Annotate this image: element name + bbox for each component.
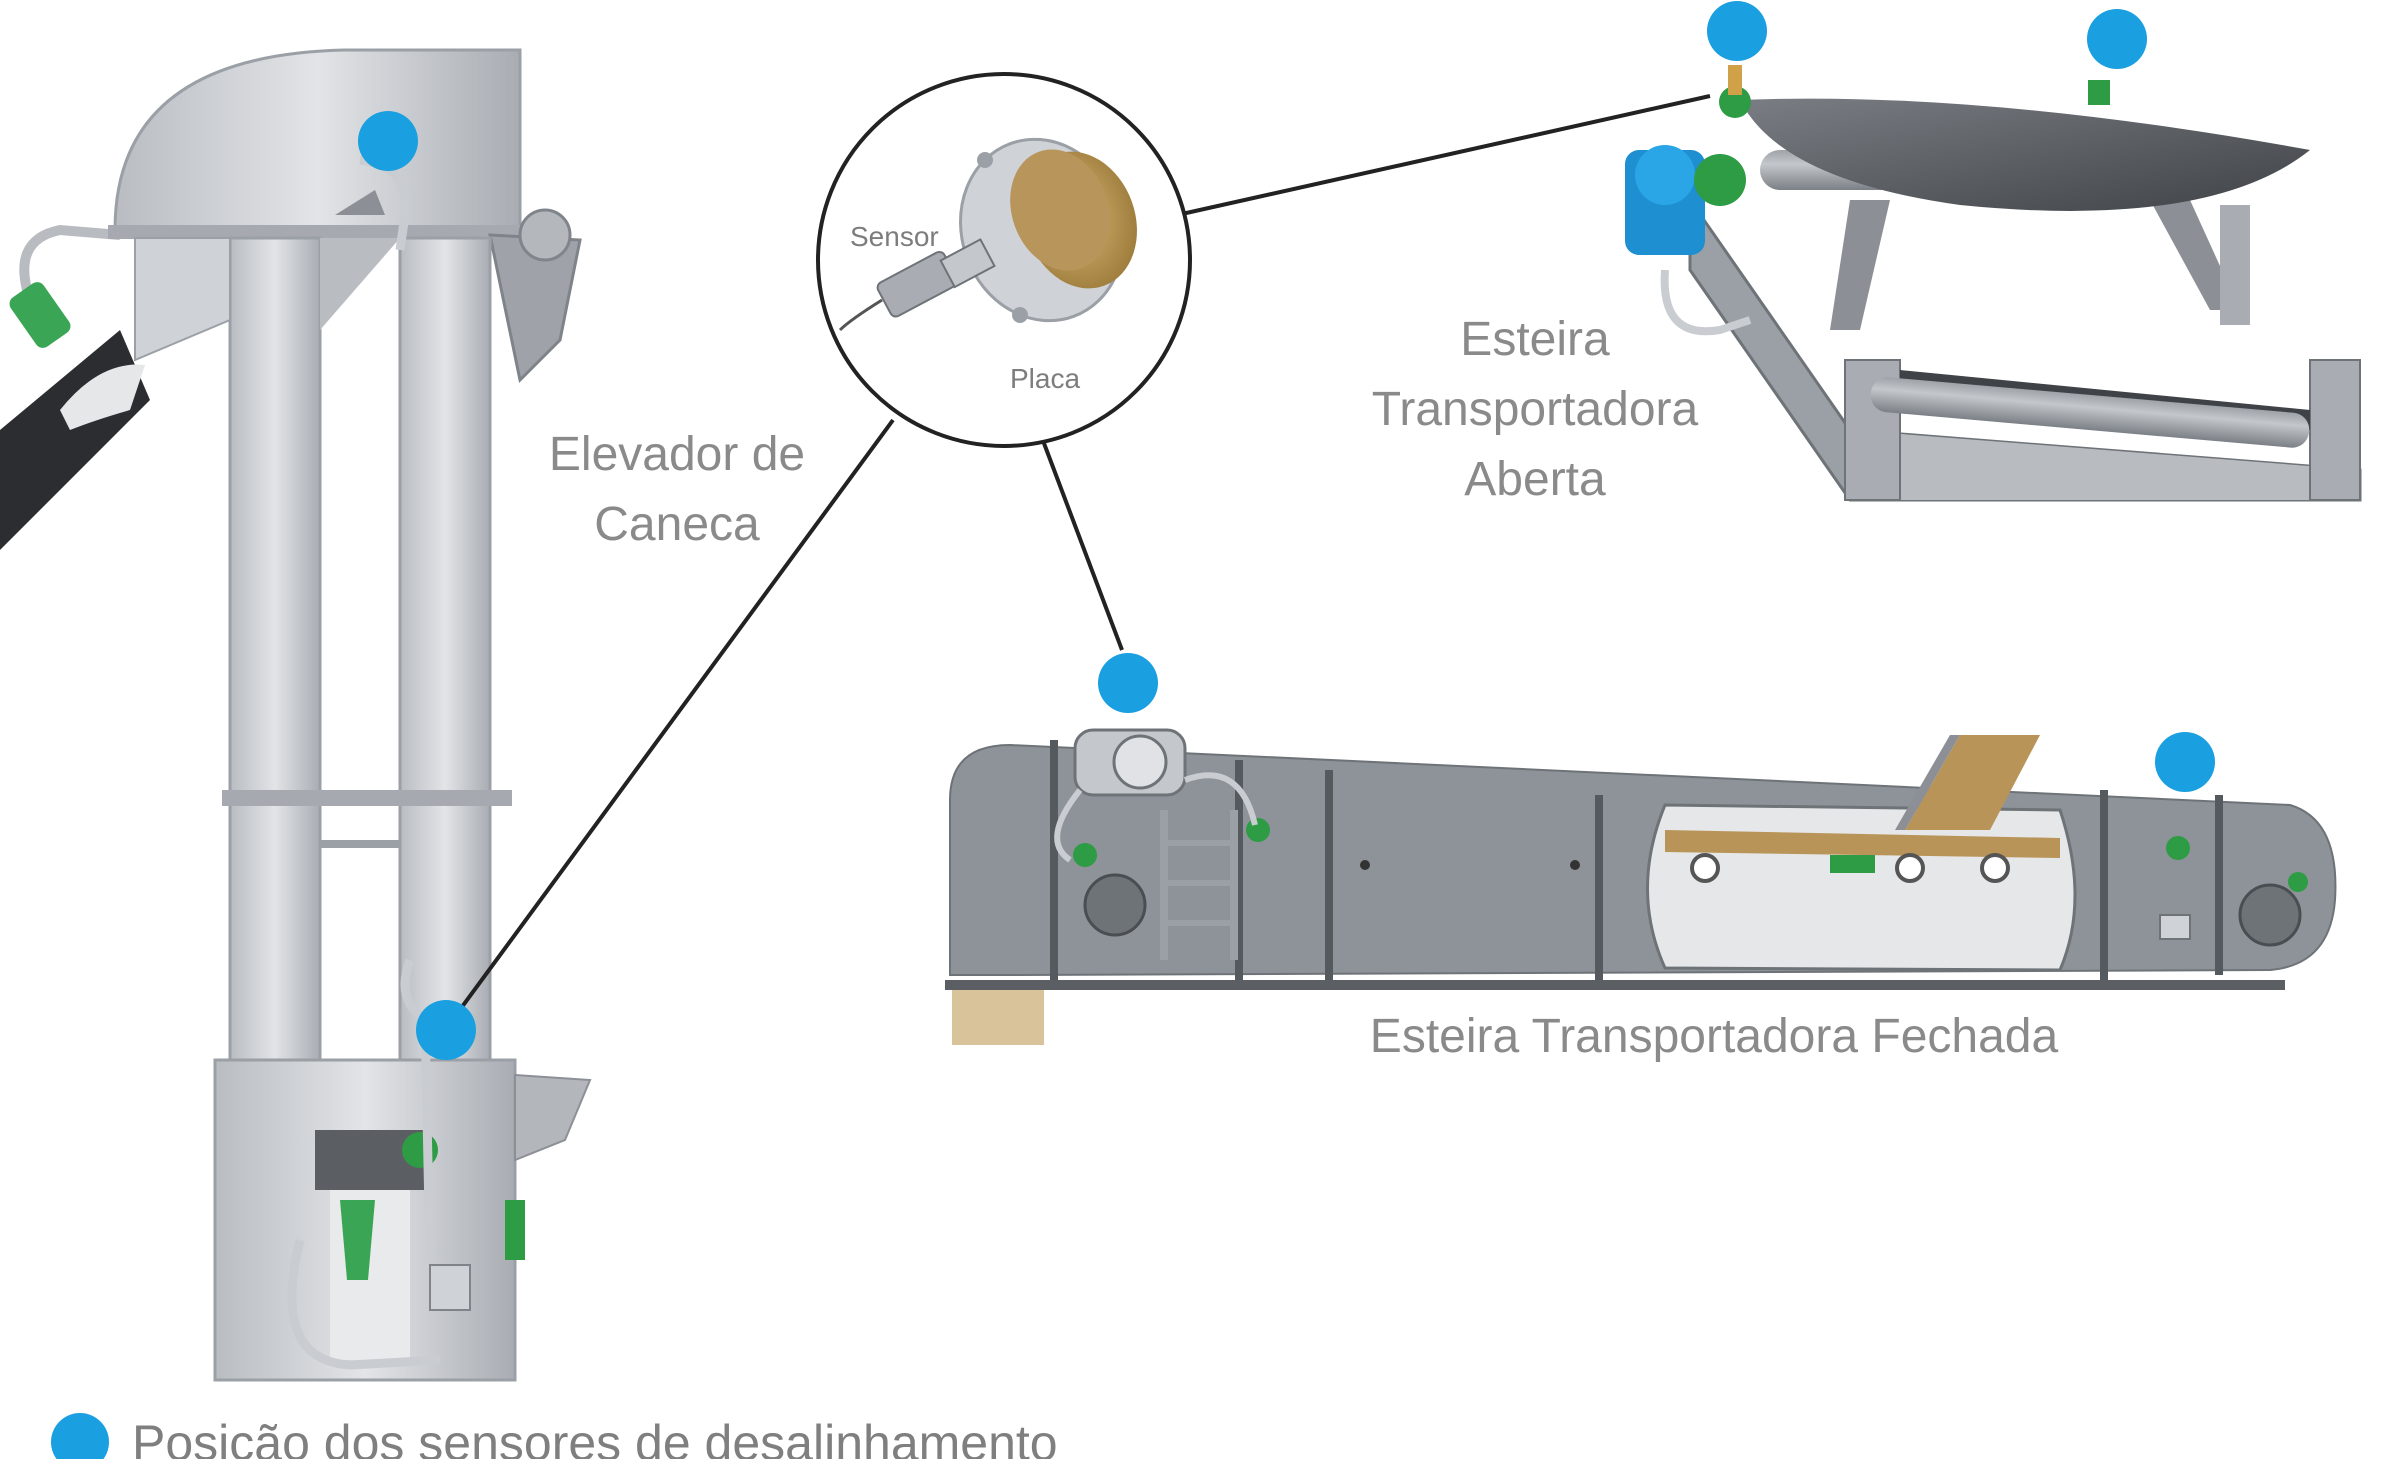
sensor-position-dot-icon [416, 1000, 476, 1060]
callout-line-elevator [443, 418, 895, 1032]
sensor-position-dot-icon [1098, 653, 1158, 713]
sensor-position-dot-icon [2087, 9, 2147, 69]
open-conveyor-label-line1: Esteira [1460, 313, 1610, 366]
callout-line-closed-conveyor [1040, 437, 1124, 651]
sensor-position-dot-icon [2155, 732, 2215, 792]
sensor-position-dot-icon [1707, 1, 1767, 61]
sensor-label: Sensor [850, 221, 939, 252]
open-conveyor-label-line2: Transportadora [1372, 383, 1699, 436]
bucket-elevator-label-line2: Caneca [594, 498, 760, 551]
closed-conveyor-illustration [945, 728, 2337, 1045]
closed-conveyor-label: Esteira Transportadora Fechada [1370, 1010, 2059, 1063]
legend-sensor-dot-icon [51, 1413, 109, 1459]
legend: Posição dos sensores de desalinhamento [51, 1413, 1058, 1459]
plate-label: Placa [1010, 363, 1080, 394]
bucket-elevator-illustration [0, 48, 592, 1382]
callout-line-open-conveyor [1154, 94, 1711, 222]
bucket-elevator-label-line1: Elevador de [549, 428, 805, 481]
open-conveyor-illustration [1625, 65, 2362, 502]
sensor-position-dots [358, 1, 2215, 1060]
sensor-callout: Sensor Placa [443, 72, 1711, 1032]
sensor-position-dot-icon [358, 111, 418, 171]
legend-text: Posição dos sensores de desalinhamento [132, 1415, 1058, 1459]
open-conveyor-label-line3: Aberta [1464, 453, 1606, 506]
